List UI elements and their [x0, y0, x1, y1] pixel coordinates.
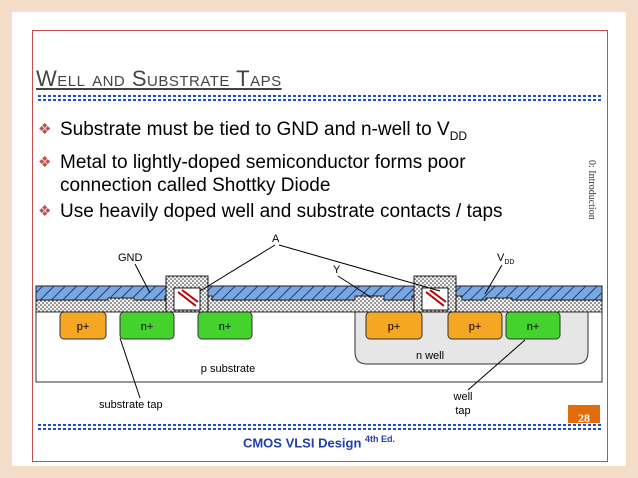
- gnd-pointer: [134, 263, 151, 294]
- region-label: n+: [527, 321, 540, 333]
- bullet-item: ❖ Substrate must be tied to GND and n-we…: [38, 118, 558, 148]
- bullet-item: ❖ Use heavily doped well and substrate c…: [38, 200, 558, 223]
- bullet-subscript: DD: [449, 128, 468, 143]
- section-side-label: 0: Introduction: [586, 160, 597, 220]
- region-label: p+: [469, 321, 482, 333]
- output-y-label: Y: [333, 264, 341, 276]
- gnd-label: GND: [118, 252, 143, 264]
- bullet-icon: ❖: [38, 153, 52, 171]
- bullet-text: Use heavily doped well and substrate con…: [60, 200, 503, 222]
- p-substrate-label: p substrate: [201, 363, 255, 375]
- gate-contact-mark-right: [425, 289, 447, 307]
- input-a-label: A: [272, 233, 280, 245]
- input-a-pointer: [199, 244, 276, 292]
- title-underline-bar: [36, 94, 602, 103]
- region-label: p+: [388, 321, 401, 333]
- region-label: p+: [77, 321, 90, 333]
- bullet-item: ❖ Metal to lightly-doped semiconductor f…: [38, 151, 558, 197]
- footer-label: CMOS VLSI Design 4th Ed.: [0, 434, 638, 450]
- n-well-label: n well: [416, 350, 444, 362]
- vdd-label: VDD: [497, 252, 514, 266]
- substrate-tap-label: substrate tap: [99, 399, 163, 411]
- well-tap-label-line-1: well: [453, 391, 473, 403]
- gate-contact-mark-left: [177, 289, 199, 307]
- input-a-pointer: [278, 244, 441, 292]
- footer-edition: 4th Ed.: [365, 434, 396, 444]
- bullet-icon: ❖: [38, 121, 52, 138]
- p-plus-region: [59, 311, 107, 340]
- p-plus-region: [447, 311, 503, 340]
- n-plus-region: [119, 311, 175, 340]
- metal-layer: [35, 285, 603, 301]
- bullet-icon: ❖: [38, 202, 52, 220]
- footer-text: CMOS VLSI Design: [242, 435, 366, 451]
- n-plus-region: [197, 311, 253, 340]
- footer-bar: [36, 423, 602, 432]
- slide-frame: [32, 30, 608, 462]
- n-plus-region: [505, 311, 561, 340]
- slide-title: Well and Substrate Taps: [36, 66, 282, 91]
- vdd-pointer: [484, 264, 503, 295]
- bullet-text: Metal to lightly-doped semiconductor for…: [60, 151, 466, 196]
- well-tap-pointer: [467, 339, 526, 391]
- output-y-pointer: [337, 275, 373, 299]
- region-label: n+: [219, 321, 232, 333]
- bullet-list: ❖ Substrate must be tied to GND and n-we…: [38, 118, 558, 226]
- well-tap-label-line-2: tap: [455, 405, 470, 417]
- bullet-text: Substrate must be tied to GND and n-well…: [60, 119, 450, 140]
- region-label: n+: [141, 321, 154, 333]
- p-plus-region: [365, 311, 423, 340]
- substrate-tap-pointer: [119, 337, 141, 399]
